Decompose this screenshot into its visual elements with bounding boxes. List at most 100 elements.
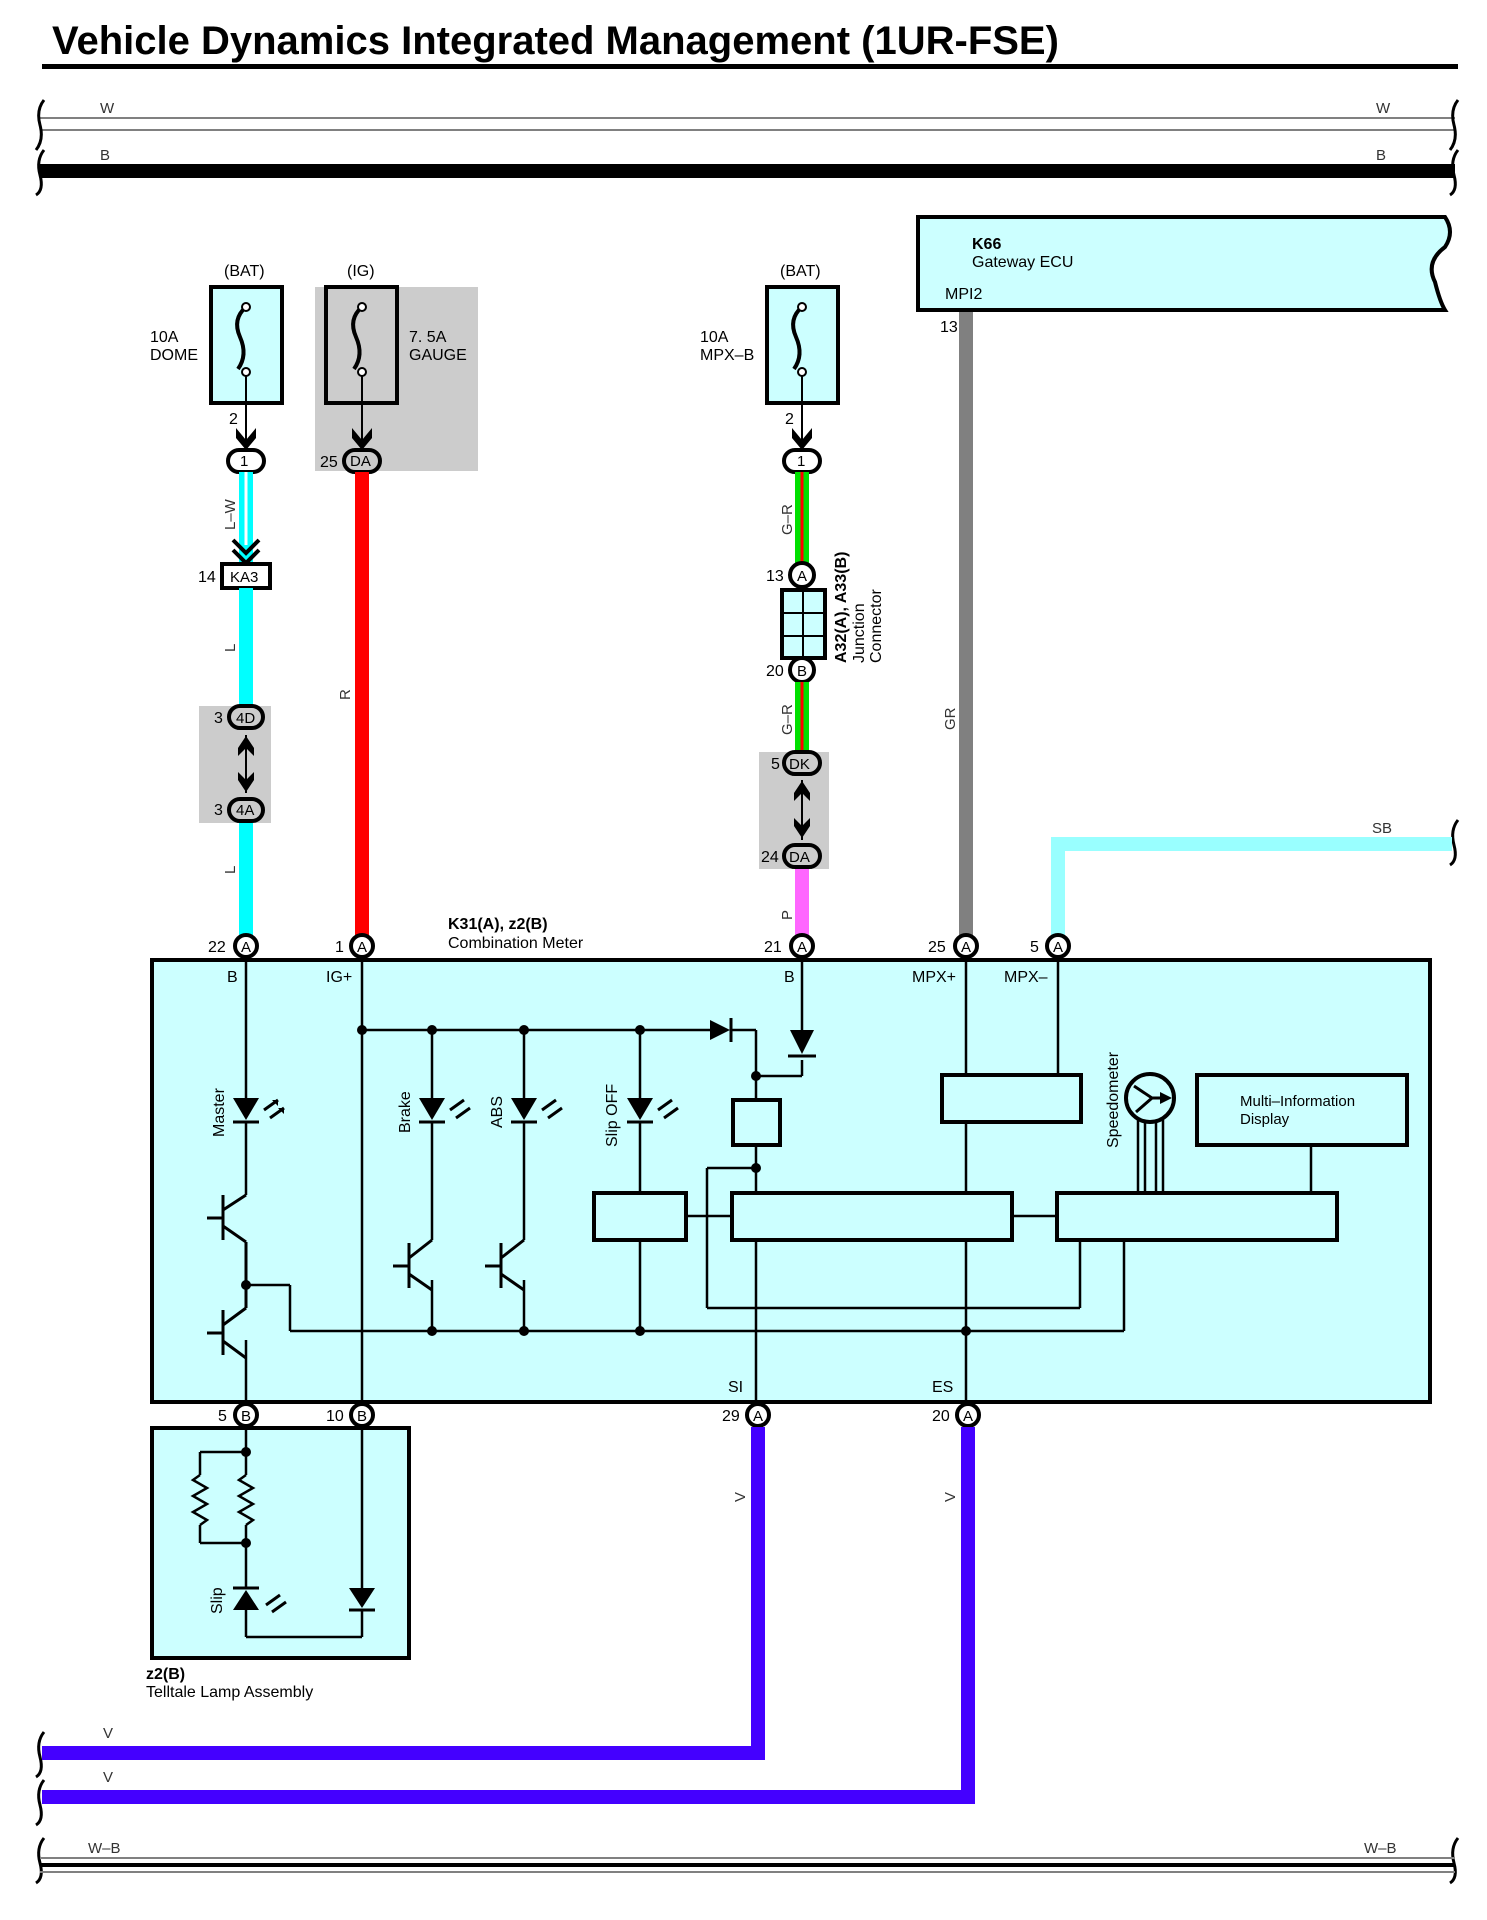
junction-connector-name: Connector <box>868 589 885 663</box>
wire-label: V <box>103 1725 113 1742</box>
svg-text:25: 25 <box>928 939 946 956</box>
page-title: Vehicle Dynamics Integrated Management (… <box>52 19 1059 63</box>
gateway-ecu: K66 Gateway ECU MPI2 13 <box>916 215 1452 336</box>
pin-number: 20 <box>766 663 784 680</box>
wire-label: B <box>1376 147 1386 164</box>
led-icon <box>233 1098 259 1120</box>
svg-text:5: 5 <box>1030 939 1039 956</box>
connector-code: 1 <box>240 453 248 470</box>
connector-pin-1A: A 1 IG+ <box>326 933 375 986</box>
wire-label: R <box>337 689 354 700</box>
connector-code: DK <box>789 756 810 773</box>
svg-text:22: 22 <box>208 939 226 956</box>
fuse-icon <box>351 305 364 371</box>
fuse-icon <box>791 305 804 371</box>
svg-text:Speedometer: Speedometer <box>1105 1051 1122 1148</box>
svg-text:MPX–: MPX– <box>1004 969 1048 986</box>
svg-text:29: 29 <box>722 1408 740 1425</box>
resistor-icon <box>190 1473 210 1527</box>
svg-text:21: 21 <box>764 939 782 956</box>
wire-label: L <box>222 644 239 652</box>
connector-pin-5B: B 5 <box>218 1402 259 1428</box>
svg-text:1: 1 <box>335 939 344 956</box>
slip-driver-block <box>592 1191 688 1242</box>
fuse-rating: 10A <box>700 329 729 346</box>
connector-code: A <box>797 568 807 585</box>
pin-number: 13 <box>766 568 784 585</box>
v-wire-si: V V <box>42 1427 765 1760</box>
fuse-name: GAUGE <box>409 347 467 364</box>
cpu-block <box>730 1191 1014 1242</box>
junction-connector-id: A32(A), A33(B) <box>833 552 850 663</box>
connector-code: 4A <box>236 802 254 819</box>
wire-label: P <box>779 910 796 920</box>
led-slip-off: Slip OFF <box>604 1084 679 1147</box>
connector-pin-22A: A 22 B <box>208 933 259 986</box>
svg-text:A: A <box>961 939 971 956</box>
left-branch-wire: L–W KA3 14 L 4D 3 4A 3 L <box>198 472 272 940</box>
svg-text:IG+: IG+ <box>326 969 352 986</box>
telltale-lamp-assembly: Slip z2(B) Telltale Lamp Assembly <box>146 1426 411 1701</box>
connector-arrow-icon <box>792 428 812 450</box>
connector-code: KA3 <box>230 569 258 586</box>
fuse-source: (BAT) <box>780 263 821 280</box>
pin-number: 2 <box>785 411 794 428</box>
mid-label: Display <box>1240 1111 1290 1128</box>
junction-connector-name: Junction <box>851 603 868 663</box>
svg-text:B: B <box>227 969 238 986</box>
svg-text:5: 5 <box>218 1408 227 1425</box>
pin-number: 25 <box>320 454 338 471</box>
svg-text:Master: Master <box>211 1087 228 1137</box>
fuse-name: DOME <box>150 347 198 364</box>
sb-wire: SB <box>1051 820 1452 940</box>
transistor-icon <box>207 1285 248 1360</box>
component-name: Combination Meter <box>448 935 584 952</box>
relay-block <box>731 1098 782 1147</box>
svg-text:A: A <box>753 1408 763 1425</box>
fuse-gauge: (IG) 7. 5A GAUGE 25 DA <box>315 263 478 474</box>
wire-break-braces <box>34 99 1460 1885</box>
multi-information-display-block <box>1195 1073 1409 1147</box>
connector-arrow-icon <box>238 736 254 756</box>
diode-icon <box>349 1588 375 1608</box>
mpx-branch-wire: G–R A 13 B 20 A32(A), A33(B) Junction Co… <box>759 472 885 940</box>
connector-code: DA <box>789 849 810 866</box>
connector-pin-21A: A 21 B <box>764 933 815 986</box>
transistor-icon <box>485 1238 525 1292</box>
lamp-label: Slip <box>209 1587 226 1614</box>
connector-pin-5A: A 5 MPX– <box>1004 933 1071 986</box>
mpx-interface-block <box>940 1073 1083 1124</box>
fuse-icon <box>235 305 248 371</box>
wire-label: V <box>732 1492 749 1502</box>
transistor-icon <box>393 1238 433 1292</box>
pin-number: 14 <box>198 569 216 586</box>
svg-text:B: B <box>241 1408 251 1425</box>
v-wire-es: V V <box>42 1427 975 1804</box>
gr-wire: GR <box>942 312 973 940</box>
wire-label: G–R <box>779 704 796 735</box>
led-master: Master <box>211 1087 285 1137</box>
wire-label: L <box>222 866 239 874</box>
connector-arrow-icon <box>794 818 810 838</box>
svg-text:A: A <box>357 939 367 956</box>
component-name: Telltale Lamp Assembly <box>146 1684 313 1701</box>
gauge-driver-block <box>1055 1191 1339 1242</box>
title-underline <box>42 64 1458 69</box>
led-icon <box>627 1098 653 1120</box>
connector-code: B <box>797 663 807 680</box>
transistor-icon <box>207 1193 248 1285</box>
terminal-label: MPI2 <box>945 286 982 303</box>
fuse-mpx-b: (BAT) 10A MPX–B 2 1 <box>700 263 840 474</box>
fuse-rating: 10A <box>150 329 179 346</box>
red-branch-wire: R <box>337 472 369 940</box>
diode-icon <box>710 1018 733 1042</box>
fuse-source: (BAT) <box>224 263 265 280</box>
wire-label: L–W <box>222 498 239 530</box>
wire-label: W <box>100 100 115 117</box>
wire-label: W <box>1376 100 1391 117</box>
component-id: z2(B) <box>146 1666 185 1683</box>
fuse-dome: (BAT) 10A DOME 2 1 <box>150 263 284 474</box>
wire-label: W–B <box>1364 1840 1397 1857</box>
connector-code: 1 <box>797 453 805 470</box>
